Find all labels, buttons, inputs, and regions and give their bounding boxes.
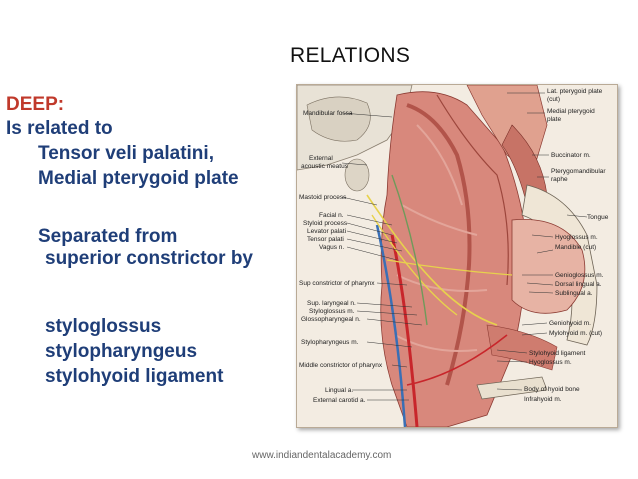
label-pterygomandibular: Pterygomandibular [551,168,606,175]
superior-constrictor-text: superior constrictor by [45,248,253,269]
label-mylohyoid-cut: Mylohyoid m. (cut) [549,330,602,337]
label-tongue: Tongue [587,214,609,221]
label-middle-constrictor: Middle constrictor of pharynx [299,362,383,369]
label-styloid-process: Styloid process [303,220,348,227]
label-stylohyoid-ligament: Stylohyoid ligament [529,350,586,357]
label-geniohyoid-m: Geniohyoid m. [549,320,591,327]
label-vagus-n: Vagus n. [319,244,344,251]
label-infrahyoid-m: Infrahyoid m. [524,396,562,403]
footer-url: www.indiandentalacademy.com [252,450,392,461]
label-levator-palati: Levator palati [307,228,346,235]
label-sup-laryngeal-n: Sup. laryngeal n. [307,300,356,307]
anatomy-illustration: Mandibular fossa External acoustic meatu… [297,85,609,427]
label-stylopharyngeus-m: Stylopharyngeus m. [301,339,359,346]
label-mastoid-process: Mastoid process [299,194,347,201]
label-hyoglossus-m: Hyoglossus m. [555,234,598,241]
label-acoustic-meatus: acoustic meatus [301,163,349,170]
anatomy-figure: Mandibular fossa External acoustic meatu… [296,84,618,428]
label-buccinator-m: Buccinator m. [551,152,591,159]
separated-from-text: Separated from [38,226,178,247]
label-dorsal-lingual-a: Dorsal lingual a. [555,281,602,288]
label-genioglossus-m: Genioglossus m. [555,272,604,279]
label-body-of-hyoid: Body of hyoid bone [524,386,580,393]
label-external: External [309,155,333,162]
label-facial-n: Facial n. [319,212,344,219]
label-plate: plate [547,116,561,123]
stylohyoid-ligament-text: stylohyoid ligament [45,366,224,387]
label-raphe: raphe [551,176,568,183]
label-lat-pterygoid-plate: Lat. pterygoid plate [547,88,603,95]
label-sublingual-a: Sublingual a. [555,290,593,297]
label-glossopharyngeal-n: Glossopharyngeal n. [301,316,361,323]
medial-pterygoid-plate-text: Medial pterygoid plate [38,168,239,189]
label-cut-1: (cut) [547,96,560,103]
styloglossus-text: styloglossus [45,316,162,337]
label-styloglossus-m: Styloglossus m. [309,308,355,315]
deep-heading: DEEP: [6,94,65,115]
label-medial-pterygoid: Medial pterygoid [547,108,595,115]
label-sup-constrictor: Sup constrictor of pharynx [299,280,375,287]
label-hyoglossus-m-2: Hyoglossus m. [529,359,572,366]
slide-title: RELATIONS [290,44,411,67]
label-tensor-palati: Tensor palati [307,236,344,243]
tensor-veli-palatini-text: Tensor veli palatini, [38,143,214,164]
label-mandible-cut: Mandible (cut) [555,244,596,251]
stylopharyngeus-text: stylopharyngeus [45,341,198,362]
related-to-text: Is related to [6,118,113,139]
label-mandibular-fossa: Mandibular fossa [303,110,353,117]
label-external-carotid-a: External carotid a. [313,397,366,404]
label-lingual-a: Lingual a. [325,387,353,394]
